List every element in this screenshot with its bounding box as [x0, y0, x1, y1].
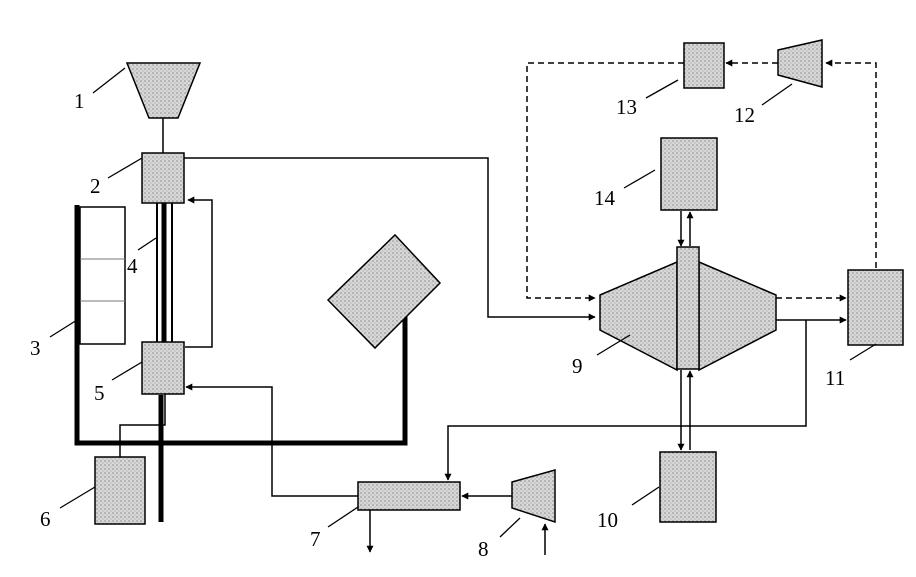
line-5-to-6	[120, 394, 165, 457]
unit-7	[358, 482, 460, 510]
compressor-12-icon	[778, 40, 822, 87]
label-1: 1	[74, 89, 85, 113]
label-4: 4	[127, 254, 138, 278]
label-3: 3	[30, 336, 41, 360]
label-6: 6	[40, 507, 51, 531]
unit-11	[848, 270, 903, 345]
loop-5-to-2	[185, 200, 212, 347]
line-11-to-12	[826, 63, 876, 268]
label-5: 5	[94, 381, 105, 405]
unit-10	[660, 452, 716, 522]
unit-14	[661, 138, 717, 210]
unit-13	[684, 43, 724, 88]
compressor-8-icon	[512, 470, 555, 522]
label-10: 10	[597, 508, 618, 532]
hopper-1-icon	[127, 63, 200, 118]
panel-3	[80, 207, 125, 344]
label-14: 14	[594, 186, 616, 210]
unit-6	[95, 457, 145, 524]
label-11: 11	[825, 366, 845, 390]
label-9: 9	[572, 354, 583, 378]
unit-9	[600, 247, 776, 370]
column-4	[157, 203, 172, 342]
label-7: 7	[310, 527, 321, 551]
label-2: 2	[90, 174, 101, 198]
unit-5	[142, 342, 184, 394]
label-8: 8	[478, 537, 489, 561]
tilted-panel	[328, 235, 440, 348]
label-12: 12	[734, 103, 755, 127]
unit-2	[142, 153, 184, 203]
label-13: 13	[616, 95, 637, 119]
